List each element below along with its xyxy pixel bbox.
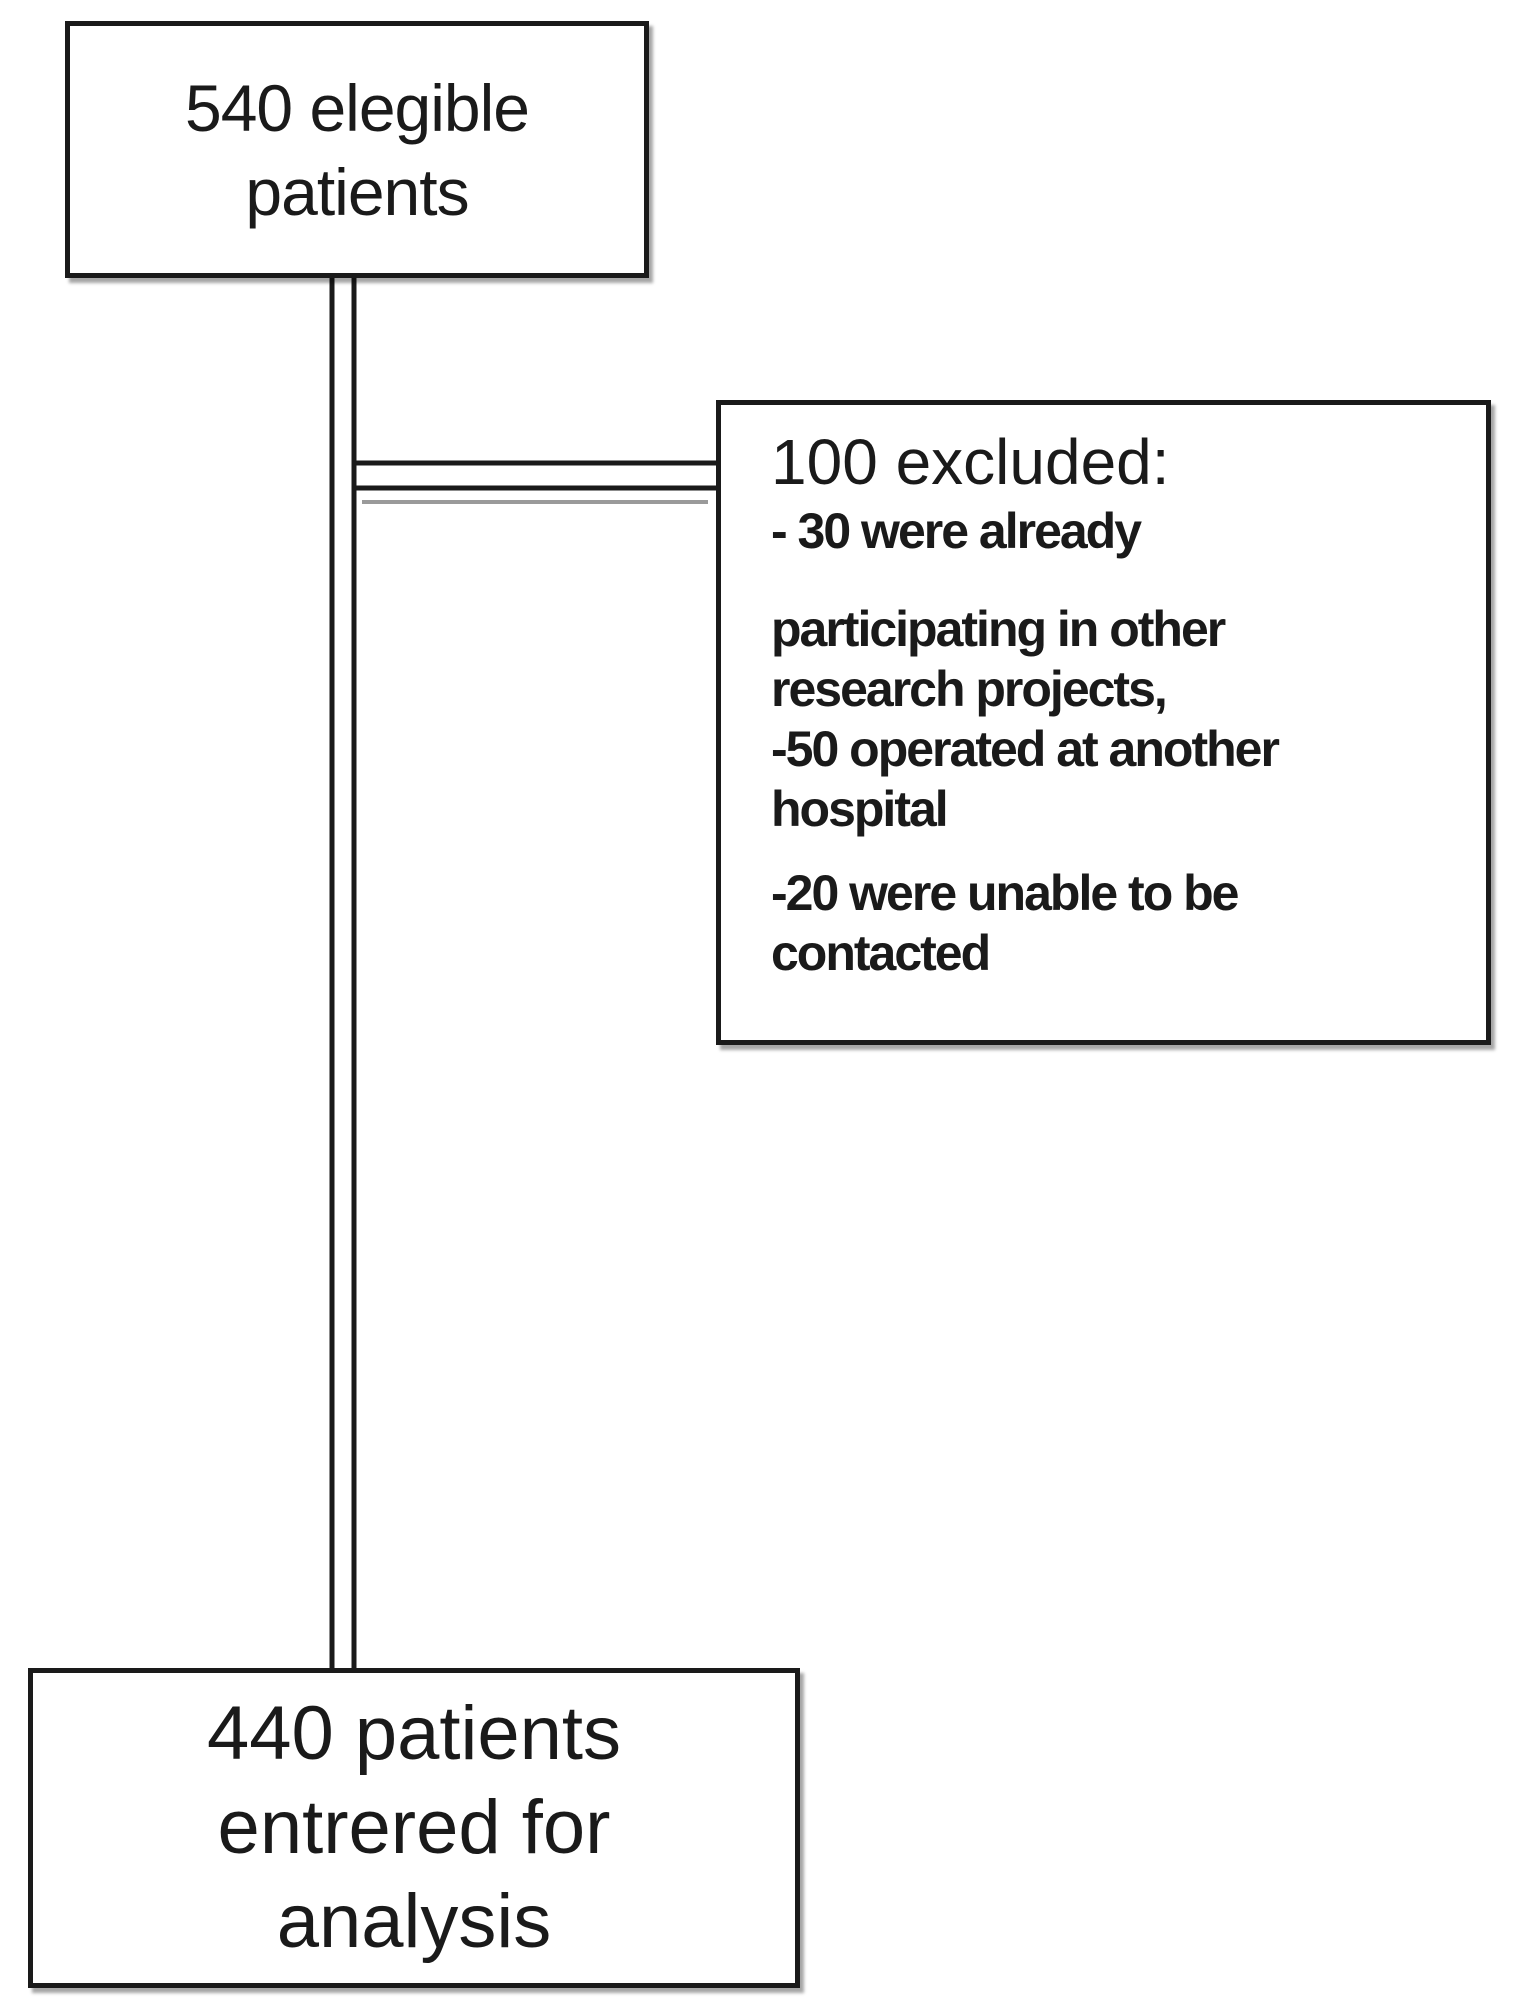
- excluded-line-5: hospital: [771, 781, 949, 837]
- eligible-line-2: patients: [245, 154, 469, 229]
- analysis-patients-box: 440 patients entrered for analysis: [28, 1668, 800, 1988]
- excluded-line-2: participating in other: [771, 601, 1226, 657]
- eligible-patients-box: 540 elegible patients: [65, 21, 649, 278]
- excluded-title: 100 excluded:: [771, 426, 1170, 498]
- excluded-line-3: research projects,: [771, 661, 1168, 717]
- excluded-box: 100 excluded: - 30 were already particip…: [716, 400, 1491, 1045]
- eligible-patients-label: 540 elegible patients: [185, 66, 530, 234]
- analysis-patients-label: 440 patients entrered for analysis: [207, 1687, 621, 1969]
- excluded-line-1: - 30 were already: [771, 503, 1142, 559]
- eligible-line-1: 540 elegible: [185, 70, 530, 145]
- excluded-line-6: -20 were unable to be: [771, 865, 1239, 921]
- excluded-line-7: contacted: [771, 925, 991, 981]
- analysis-line-2: entrered for: [217, 1785, 611, 1870]
- excluded-line-4: -50 operated at another: [771, 721, 1280, 777]
- analysis-line-3: analysis: [276, 1879, 552, 1964]
- analysis-line-1: 440 patients: [206, 1691, 622, 1776]
